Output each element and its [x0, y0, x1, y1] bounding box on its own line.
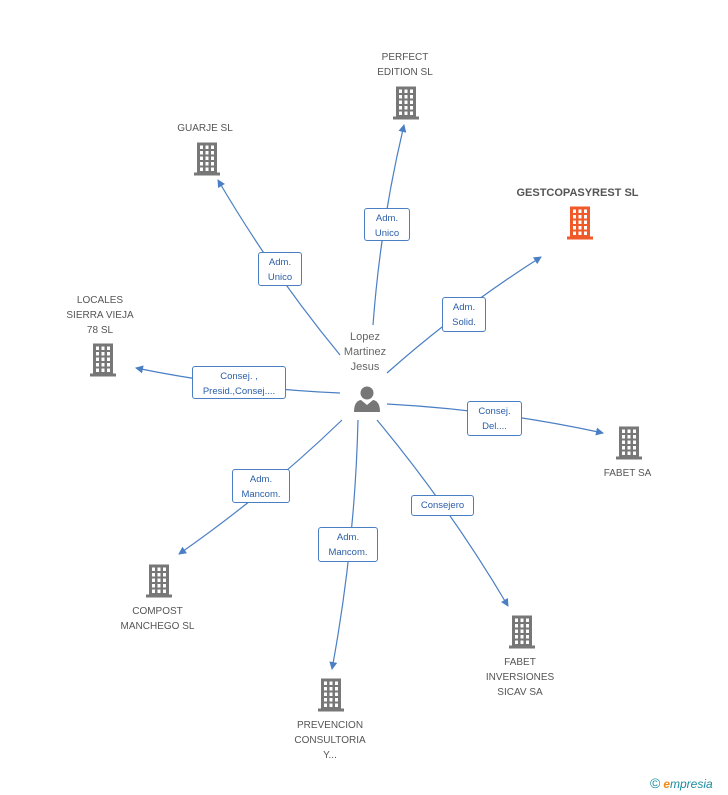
company-name-line: PREVENCION	[296, 720, 364, 731]
role-label-prevencion[interactable]: Adm. Mancom.	[318, 527, 378, 562]
role-text: Unico	[267, 272, 293, 283]
role-text: Consej. ,	[220, 371, 258, 382]
role-text: Mancom.	[328, 547, 368, 558]
person-name-line: Martinez	[343, 346, 387, 358]
company-name-line: PERFECT	[381, 52, 429, 63]
company-name-line: CONSULTORIA	[294, 735, 366, 746]
brand-name: mpresia	[670, 777, 713, 791]
person-name-line: Lopez	[350, 331, 380, 343]
company-name-prevencion[interactable]: PREVENCION CONSULTORIA Y...	[270, 718, 390, 763]
role-label-compost[interactable]: Adm. Mancom.	[232, 469, 290, 503]
company-name-line: GUARJE SL	[177, 123, 233, 134]
building-icon[interactable]	[567, 206, 593, 240]
company-name-line: MANCHEGO SL	[120, 621, 195, 632]
company-name-fabet-inversiones[interactable]: FABET INVERSIONES SICAV SA	[470, 655, 570, 700]
company-name-fabet[interactable]: FABET SA	[585, 466, 670, 481]
brand-initial: e	[663, 777, 671, 791]
building-icon[interactable]	[393, 86, 419, 120]
role-text: Adm.	[336, 532, 360, 543]
company-name-line: FABET	[504, 657, 536, 668]
company-name-line: FABET SA	[603, 468, 652, 479]
building-icon[interactable]	[318, 678, 344, 712]
empresia-footer[interactable]: ©empresia	[650, 775, 713, 791]
role-text: Consej.	[478, 406, 511, 417]
company-name-compost[interactable]: COMPOST MANCHEGO SL	[100, 604, 215, 634]
role-text: Mancom.	[241, 489, 281, 500]
company-name-line: Y...	[323, 750, 337, 761]
role-text: Del....	[482, 421, 507, 432]
person-name-line: Jesus	[350, 361, 380, 373]
person-icon[interactable]	[354, 386, 380, 413]
role-text: Solid.	[452, 317, 476, 328]
building-icon[interactable]	[146, 564, 172, 598]
role-text: Adm.	[452, 302, 476, 313]
copyright-symbol: ©	[650, 775, 661, 791]
role-label-guarje[interactable]: Adm. Unico	[258, 252, 302, 286]
company-name-line: LOCALES	[76, 295, 124, 306]
buildings	[90, 86, 642, 712]
role-text: Consejero	[420, 500, 465, 511]
company-name-line: GESTCOPASYREST SL	[516, 187, 639, 199]
center-person-name[interactable]: Lopez Martinez Jesus	[330, 330, 400, 375]
role-text: Adm.	[268, 257, 292, 268]
company-name-locales[interactable]: LOCALES SIERRA VIEJA 78 SL	[50, 293, 150, 338]
role-text: Unico	[374, 228, 400, 239]
role-text: Adm.	[249, 474, 273, 485]
role-text: Presid.,Consej....	[202, 386, 276, 397]
company-name-line: EDITION SL	[377, 67, 433, 78]
role-label-gestcopasyrest[interactable]: Adm. Solid.	[442, 297, 486, 332]
role-label-fabet-inversiones[interactable]: Consejero	[411, 495, 474, 516]
company-name-perfect[interactable]: PERFECT EDITION SL	[355, 50, 455, 80]
role-label-fabet[interactable]: Consej. Del....	[467, 401, 522, 436]
company-name-guarje[interactable]: GUARJE SL	[150, 121, 260, 136]
role-label-locales[interactable]: Consej. , Presid.,Consej....	[192, 366, 286, 399]
company-name-line: 78 SL	[86, 325, 114, 336]
company-name-line: INVERSIONES	[485, 672, 555, 683]
company-name-line: COMPOST	[132, 606, 183, 617]
company-name-line: SICAV SA	[497, 687, 543, 698]
building-icon[interactable]	[616, 426, 642, 460]
building-icon[interactable]	[194, 142, 220, 176]
company-name-gestcopasyrest[interactable]: GESTCOPASYREST SL	[495, 186, 660, 201]
building-icon[interactable]	[509, 615, 535, 649]
role-text: Adm.	[375, 213, 399, 224]
company-name-line: SIERRA VIEJA	[66, 310, 134, 321]
role-label-perfect[interactable]: Adm. Unico	[364, 208, 410, 241]
building-icon[interactable]	[90, 343, 116, 377]
